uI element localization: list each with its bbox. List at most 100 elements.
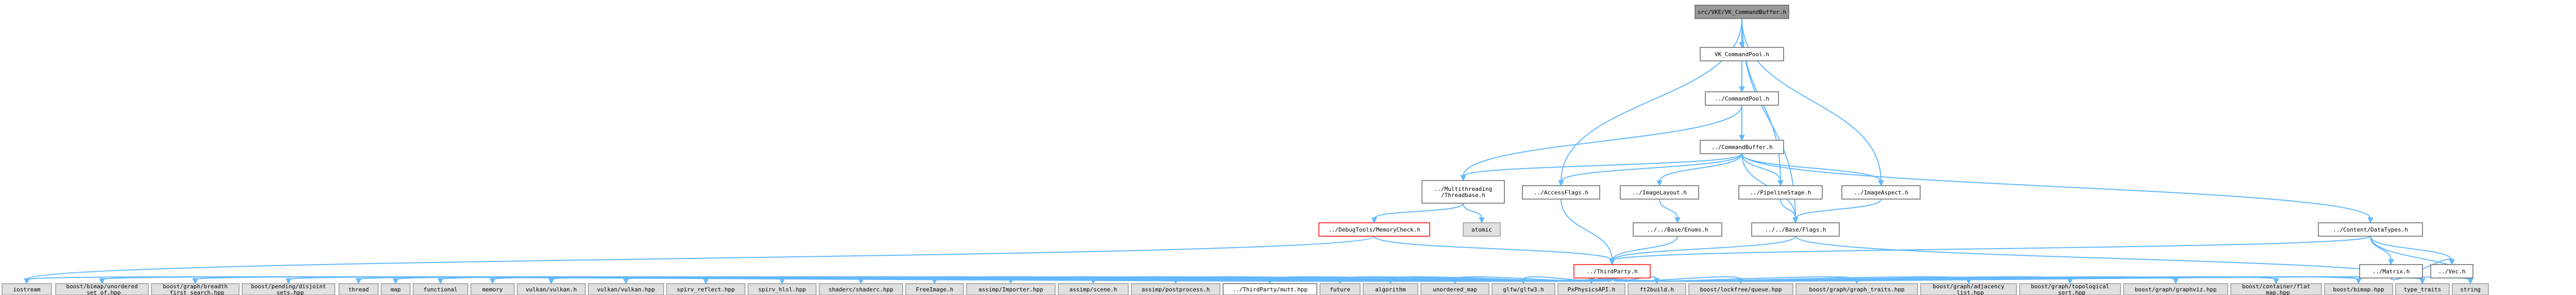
node-spirv-reflect[interactable]: spirv_reflect.hpp	[666, 283, 745, 295]
node-imageaspect[interactable]: ../ImageAspect.h	[1841, 185, 1921, 200]
node-shaderc[interactable]: shaderc/shaderc.hpp	[819, 283, 903, 295]
edge-basesflags-to-thirdparty	[1612, 236, 1796, 261]
edge-commandpool-to-threadbase	[1463, 105, 1742, 177]
node-label: thread	[348, 286, 369, 293]
node-imagelayout[interactable]: ../ImageLayout.h	[1620, 185, 1699, 200]
node-graph-traits[interactable]: boost/graph/graph_traits.hpp	[1795, 283, 1918, 295]
node-thread[interactable]: thread	[338, 283, 379, 295]
node-label: string	[2460, 286, 2481, 293]
node-future[interactable]: future	[1319, 283, 1361, 295]
edge-contentdatatypes-to-vec	[2370, 236, 2452, 261]
arrowhead-thirdparty-to-bimap	[2355, 278, 2362, 285]
node-label: unordered_map	[1433, 286, 1477, 293]
node-vec[interactable]: ../Vec.h	[2430, 264, 2473, 278]
node-glfw3[interactable]: glfw/glfw3.h	[1492, 283, 1555, 295]
node-boost-bfs[interactable]: boost/graph/breadth_first_search.hpp	[151, 283, 240, 295]
node-box	[2430, 264, 2473, 278]
node-assimp-scene[interactable]: assimp/scene.h	[1058, 283, 1129, 295]
arrowhead-thirdparty-to-mutt	[1267, 278, 1273, 285]
node-memory[interactable]: memory	[470, 283, 515, 295]
node-spirv-hlsl[interactable]: spirv_hlsl.hpp	[748, 283, 817, 295]
node-commandbuffer[interactable]: ../CommandBuffer.h	[1700, 140, 1784, 154]
node-adjacency[interactable]: boost/graph/adjacency_list.hpp	[1920, 283, 2017, 295]
node-vk-commandpool[interactable]: VK_CommandPool.h	[1700, 47, 1784, 61]
edge-accessflags-to-thirdparty	[1561, 199, 1613, 261]
arrowhead-thirdparty-to-unordered_map	[1452, 278, 1458, 285]
node-box	[151, 283, 240, 295]
node-threadbase[interactable]: ../Multithreading/Threadbase.h	[1421, 180, 1505, 204]
node-iostream[interactable]: iostream	[2, 283, 52, 295]
arrowhead-vk_commandpool-to-commandpool	[1739, 86, 1745, 93]
node-box	[2019, 283, 2121, 295]
node-box	[819, 283, 903, 295]
node-box	[1751, 222, 1840, 237]
node-label: spirv_hlsl.hpp	[758, 286, 806, 293]
node-string[interactable]: string	[2452, 283, 2489, 295]
node-unordered-map[interactable]: unordered_map	[1420, 283, 1489, 295]
arrowhead-contentdatatypes-to-matrix	[2388, 259, 2394, 266]
node-ftbuild[interactable]: ft2build.h	[1628, 283, 1686, 295]
node-basesflags[interactable]: ../../Base/Flags.h	[1751, 222, 1840, 237]
node-box	[1633, 222, 1722, 237]
edge-threadbase-to-memcheck	[1374, 203, 1464, 219]
node-thirdparty[interactable]: ../ThirdParty.h	[1573, 264, 1651, 278]
node-lockfree[interactable]: boost/lockfree/queue.hpp	[1688, 283, 1793, 295]
node-pipelinestage[interactable]: ../PipelineStage.h	[1738, 185, 1823, 200]
node-graphviz[interactable]: boost/graph/graphviz.hpp	[2123, 283, 2228, 295]
node-box	[1700, 140, 1784, 154]
node-box	[1795, 283, 1918, 295]
node-label: ../../Base/Enums.h	[1647, 226, 1708, 233]
node-commandpool[interactable]: ../CommandPool.h	[1705, 91, 1779, 106]
arrowhead-thirdparty-to-iostream	[24, 278, 30, 285]
node-vulkan-h[interactable]: vulkan/vulkan.h	[517, 283, 586, 295]
node-matrix[interactable]: ../Matrix.h	[2359, 264, 2423, 278]
node-box	[1705, 91, 1779, 106]
arrowhead-thirdparty-to-freeimage	[931, 278, 938, 285]
node-box	[748, 283, 817, 295]
edge-commandbuffer-to-imageaspect	[1741, 153, 1882, 182]
node-label: vulkan/vulkan.hpp	[597, 286, 655, 293]
node-label: assimp/postprocess.h	[1142, 286, 1210, 293]
node-box	[470, 283, 515, 295]
arrowhead-thirdparty-to-assimp_importer	[1008, 278, 1014, 285]
arrowhead-imageaspect-to-basesflags	[1792, 217, 1799, 224]
node-contentdatatypes[interactable]: ../Content/DataTypes.h	[2318, 222, 2423, 237]
node-assimp-importer[interactable]: assimp/Importer.hpp	[966, 283, 1056, 295]
node-label: map	[391, 286, 401, 293]
node-flat-map[interactable]: boost/container/flat_map.hpp	[2230, 283, 2322, 295]
node-box	[1463, 222, 1501, 237]
node-pxphysx[interactable]: PxPhysicsAPI.h	[1557, 283, 1625, 295]
node-atomic[interactable]: atomic	[1463, 222, 1501, 237]
node-baseenums[interactable]: ../../Base/Enums.h	[1633, 222, 1722, 237]
node-topological[interactable]: boost/graph/topological_sort.hpp	[2019, 283, 2121, 295]
node-label: ft2build.h	[1640, 286, 1674, 293]
node-label: ../PipelineStage.h	[1750, 189, 1811, 196]
node-box	[1620, 185, 1699, 200]
edge-contentdatatypes-to-thirdparty	[1612, 236, 2371, 261]
node-box	[1573, 264, 1651, 278]
node-freeimage[interactable]: FreeImage.h	[905, 283, 964, 295]
node-vulkan-hpp[interactable]: vulkan/vulkan.hpp	[588, 283, 664, 295]
arrowhead-commandbuffer-to-contentdatatypes	[2367, 217, 2374, 224]
node-label: boost/graph/topological	[2031, 283, 2109, 290]
arrowhead-threadbase-to-memcheck	[1371, 217, 1378, 224]
node-memcheck[interactable]: ../DebugTools/MemoryCheck.h	[1318, 222, 1430, 237]
node-functional[interactable]: functional	[413, 283, 468, 295]
node-label: ../DebugTools/MemoryCheck.h	[1328, 226, 1420, 233]
node-box	[1058, 283, 1129, 295]
node-box	[2452, 283, 2489, 295]
node-mutt[interactable]: ../ThirdParty/mutt.hpp	[1223, 283, 1317, 295]
node-boost-disjoint[interactable]: boost/pending/disjoint_sets.hpp	[242, 283, 335, 295]
node-assimp-postprocess[interactable]: assimp/postprocess.h	[1131, 283, 1221, 295]
node-type-traits[interactable]: type_traits	[2395, 283, 2450, 295]
node-bimap[interactable]: boost/bimap.hpp	[2324, 283, 2393, 295]
node-map[interactable]: map	[381, 283, 411, 295]
node-root[interactable]: src/VKE/VK_CommandBuffer.h	[1694, 5, 1789, 19]
edge-memcheck-to-iostream	[26, 236, 1375, 280]
node-label: _sets.hpp	[273, 289, 304, 295]
node-accessflags[interactable]: ../AccessFlags.h	[1522, 185, 1600, 200]
node-boost-unordered-set[interactable]: boost/bimap/unordered_set_of.hpp	[55, 283, 149, 295]
node-box	[2324, 283, 2393, 295]
node-algorithm[interactable]: algorithm	[1363, 283, 1418, 295]
